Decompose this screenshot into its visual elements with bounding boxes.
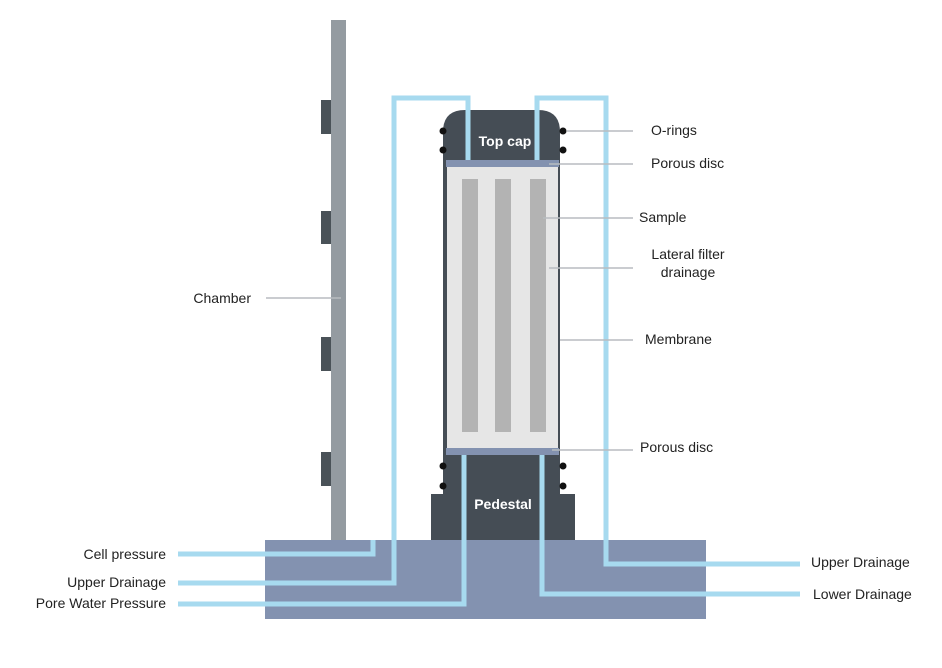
lateral-filter-strip — [495, 179, 511, 432]
pedestal-label: Pedestal — [474, 496, 532, 512]
cell-pressure-label: Cell pressure — [84, 546, 167, 562]
o-ring-dot — [559, 146, 567, 154]
porous-disc-bottom — [446, 448, 559, 455]
o-ring-dot — [439, 146, 447, 154]
chamber-tab — [321, 337, 331, 371]
chamber-wall — [331, 20, 346, 540]
lower-drainage-pipe — [539, 455, 800, 597]
lateral-filter-strip — [530, 179, 546, 432]
lateral-filter-label-line1: Lateral filter — [651, 246, 724, 262]
chamber-tab — [321, 211, 331, 244]
chamber-tab — [321, 452, 331, 486]
sample-label: Sample — [639, 209, 687, 225]
o-ring-dot — [559, 482, 567, 490]
o-ring-dot — [439, 462, 447, 470]
upper-drainage-right-label: Upper Drainage — [811, 554, 910, 570]
o-ring-dot — [559, 127, 567, 135]
o-ring-dot — [559, 462, 567, 470]
lateral-filter-label-line2: drainage — [661, 264, 716, 280]
o-ring-dot — [439, 482, 447, 490]
pore-water-pressure-pipe — [178, 455, 467, 607]
o-ring-dot — [439, 127, 447, 135]
pore-water-pressure-label: Pore Water Pressure — [36, 595, 166, 611]
top-cap-label: Top cap — [479, 133, 532, 149]
porous-disc-top — [446, 160, 559, 167]
porous-disc-bottom-label: Porous disc — [640, 439, 713, 455]
chamber-tab — [321, 100, 331, 134]
lateral-filter-strip — [462, 179, 478, 432]
upper-drainage-left-pipe — [178, 95, 471, 586]
upper-drainage-right-pipe — [534, 95, 800, 567]
porous-disc-top-label: Porous disc — [651, 155, 724, 171]
cell-pressure-pipe — [178, 540, 376, 557]
o-rings-label: O-rings — [651, 122, 697, 138]
chamber-label: Chamber — [193, 290, 251, 306]
membrane-label: Membrane — [645, 331, 712, 347]
pedestal — [431, 494, 575, 544]
lower-drainage-label: Lower Drainage — [813, 586, 912, 602]
upper-drainage-left-label: Upper Drainage — [67, 574, 166, 590]
